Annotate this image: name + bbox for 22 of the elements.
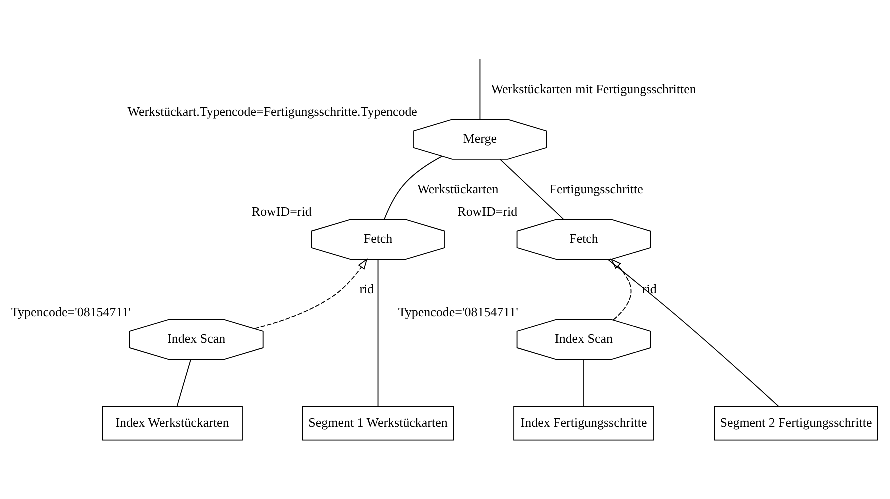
edge-label: Werkstückarten [418, 181, 499, 196]
connector [378, 259, 379, 408]
edge-label: rid [360, 282, 374, 297]
edge-label: Werkstückarten mit Fertigungsschritten [491, 81, 696, 96]
connector [608, 259, 780, 408]
connector [384, 156, 443, 220]
node-box: Index Fertigungsschritte [514, 406, 654, 441]
connector [480, 58, 481, 120]
node-label: RowID=rid [252, 204, 312, 220]
node-box: Segment 2 Fertigungsschritte [714, 406, 878, 441]
edge-label: rid [642, 282, 657, 297]
arrow [254, 258, 368, 330]
arrow [610, 258, 632, 321]
node-label: Typencode='08154711' [10, 304, 132, 320]
node-label: RowID=rid [458, 204, 518, 220]
node-label: Typencode='08154711' [398, 304, 518, 320]
connector [176, 359, 192, 408]
edge-label: Fertigungsschritte [550, 181, 644, 196]
connector [500, 159, 564, 220]
node-box: Segment 1 Werkstückarten [302, 406, 454, 441]
node-box: Index Werkstückarten [102, 406, 243, 441]
node-label: Werkstückart.Typencode=Fertigungsschritte.Typencode [128, 104, 418, 120]
